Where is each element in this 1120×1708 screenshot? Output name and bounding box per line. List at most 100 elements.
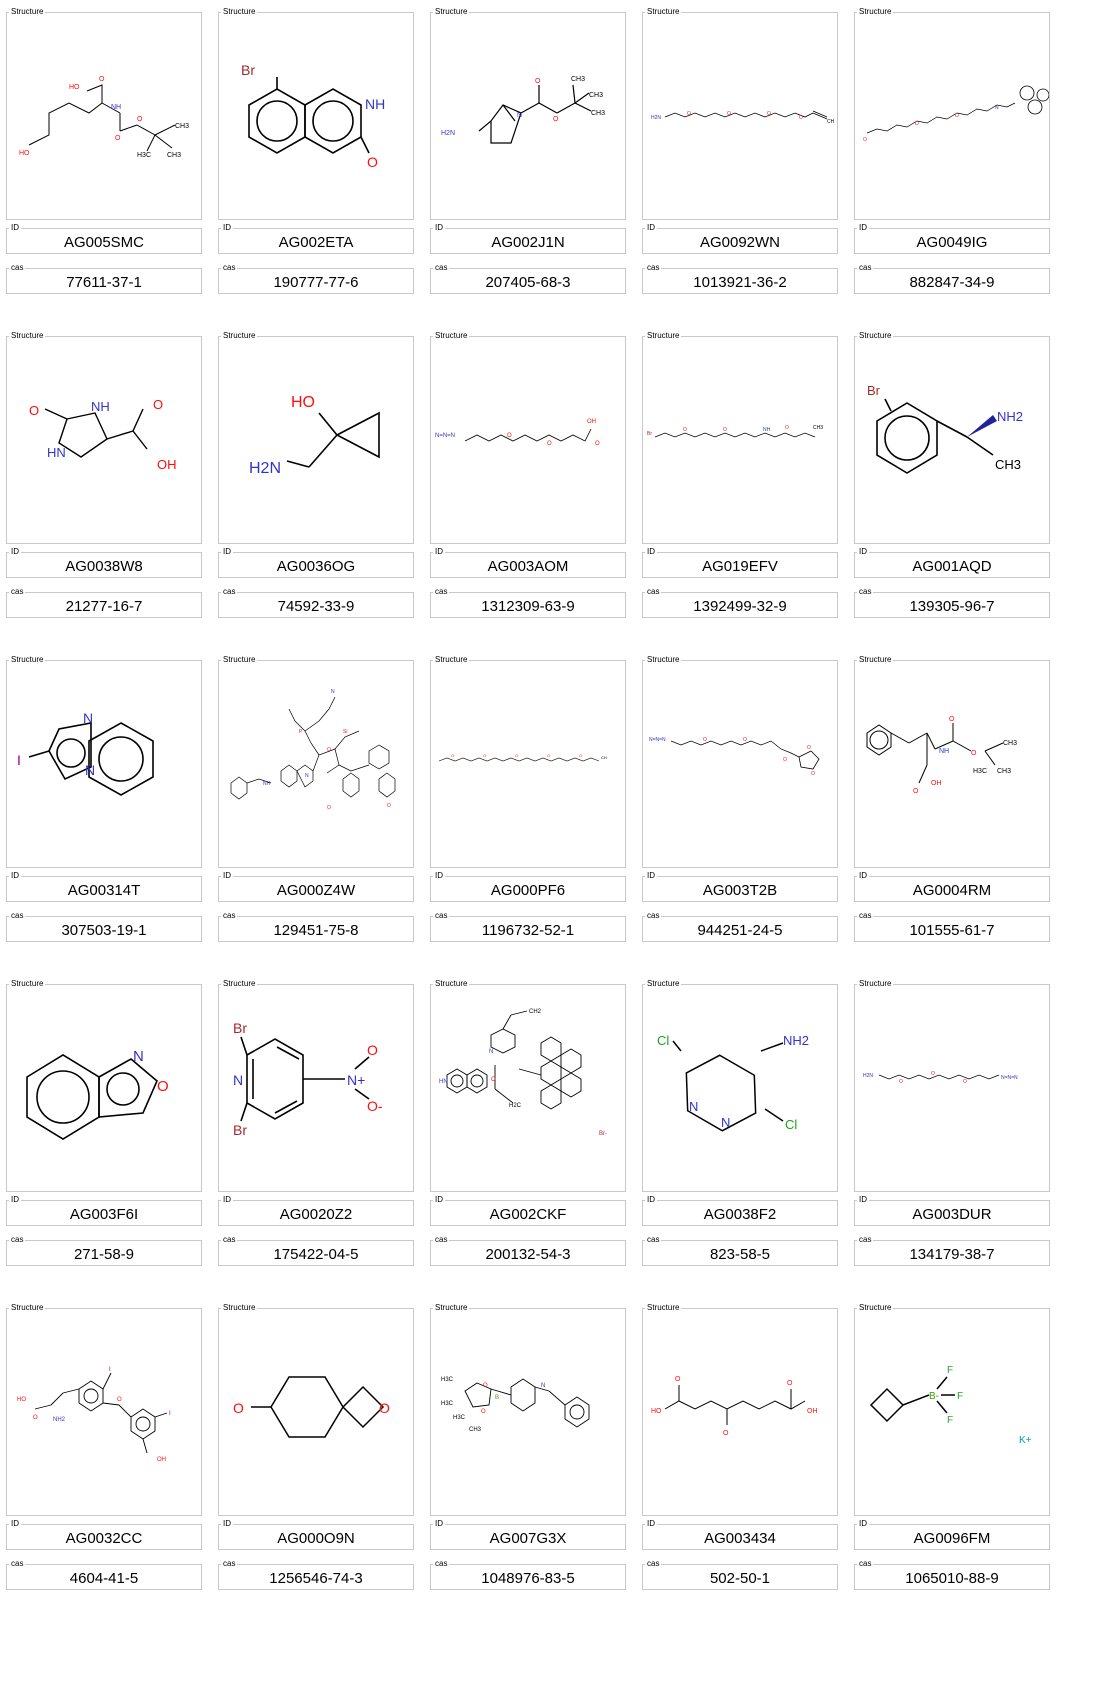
svg-text:O: O <box>743 737 747 743</box>
svg-text:O: O <box>379 1400 390 1416</box>
structure-panel: Structure H2N N O O CH3 CH3 CH3 <box>430 7 626 220</box>
cas-field: cas 271-58-9 <box>6 1235 202 1266</box>
id-label: ID <box>9 1519 21 1529</box>
svg-text:Br: Br <box>233 1020 247 1036</box>
svg-text:O: O <box>675 1376 681 1383</box>
cas-field: cas 1013921-36-2 <box>642 263 838 294</box>
structure-label: Structure <box>9 1303 46 1313</box>
svg-text:NH2: NH2 <box>997 409 1023 424</box>
id-field: ID AG0020Z2 <box>218 1195 414 1226</box>
compound-id: AG005SMC <box>63 234 145 251</box>
svg-text:O: O <box>115 135 121 142</box>
molecule-structure: O NH HN O OH <box>29 397 177 472</box>
id-label: ID <box>9 223 21 233</box>
compound-id: AG002J1N <box>491 234 565 251</box>
cas-field: cas 200132-54-3 <box>430 1235 626 1266</box>
svg-text:CH: CH <box>827 119 835 125</box>
svg-text:O: O <box>553 116 559 123</box>
cas-label: cas <box>645 263 662 273</box>
svg-text:Br: Br <box>867 383 881 398</box>
svg-text:O: O <box>157 1078 169 1095</box>
cas-number: 1013921-36-2 <box>693 274 787 291</box>
svg-text:O: O <box>579 753 582 758</box>
structure-panel: Structure O O <box>218 1303 414 1516</box>
svg-text:O: O <box>949 716 955 723</box>
cas-label: cas <box>221 587 238 597</box>
id-label: ID <box>857 223 869 233</box>
svg-text:O: O <box>367 154 378 170</box>
id-field: ID AG019EFV <box>642 547 838 578</box>
svg-text:OH: OH <box>157 1457 166 1463</box>
structure-label: Structure <box>433 1303 470 1313</box>
svg-text:H2N: H2N <box>863 1073 873 1079</box>
svg-text:H2N: H2N <box>651 115 661 121</box>
id-label: ID <box>857 871 869 881</box>
structure-label: Structure <box>645 655 682 665</box>
molecule-structure: HO HO O NH O O CH3 H3C CH3 <box>19 76 189 159</box>
id-field: ID AG007G3X <box>430 1519 626 1550</box>
svg-text:O: O <box>483 753 486 758</box>
cas-field: cas 207405-68-3 <box>430 263 626 294</box>
svg-text:O: O <box>327 805 331 811</box>
cas-number: 307503-19-1 <box>61 922 147 939</box>
cas-label: cas <box>221 1235 238 1245</box>
structure-label: Structure <box>9 979 46 989</box>
id-label: ID <box>645 1195 657 1205</box>
structure-panel: Structure B- F F F K+ <box>854 1303 1050 1516</box>
molecule-structure: N N I <box>17 710 154 796</box>
svg-text:N: N <box>541 1383 545 1389</box>
svg-text:O: O <box>915 121 919 127</box>
id-label: ID <box>645 223 657 233</box>
compound-id: AG002CKF <box>489 1206 567 1223</box>
svg-text:OH: OH <box>157 457 177 472</box>
structure-label: Structure <box>221 331 258 341</box>
id-field: ID AG0092WN <box>642 223 838 254</box>
svg-text:N: N <box>331 689 335 695</box>
svg-text:HN: HN <box>47 445 66 460</box>
svg-text:N: N <box>689 1099 698 1114</box>
svg-text:O: O <box>723 1430 729 1437</box>
cas-label: cas <box>433 263 450 273</box>
compound-id: AG003434 <box>704 1530 776 1547</box>
svg-text:O: O <box>387 803 391 809</box>
id-field: ID AG003434 <box>642 1519 838 1550</box>
cas-label: cas <box>857 587 874 597</box>
compound-id: AG002ETA <box>278 234 354 251</box>
cas-field: cas 4604-41-5 <box>6 1559 202 1590</box>
svg-text:N: N <box>721 1115 730 1130</box>
molecule-structure: Br Br N N+ O O- <box>233 1020 383 1138</box>
compound-id: AG0020Z2 <box>279 1206 353 1223</box>
cas-number: 101555-61-7 <box>909 922 995 939</box>
svg-text:H3C: H3C <box>441 1401 454 1407</box>
cas-field: cas 1048976-83-5 <box>430 1559 626 1590</box>
id-label: ID <box>857 1519 869 1529</box>
svg-text:Br: Br <box>233 1122 247 1138</box>
structure-label: Structure <box>9 655 46 665</box>
structure-label: Structure <box>645 331 682 341</box>
svg-text:F: F <box>947 1415 953 1426</box>
cas-field: cas 882847-34-9 <box>854 263 1050 294</box>
structure-label: Structure <box>433 331 470 341</box>
svg-text:F: F <box>947 1365 953 1376</box>
svg-text:O: O <box>807 745 811 751</box>
compound-id: AG0038W8 <box>65 558 143 575</box>
svg-text:K+: K+ <box>1019 1435 1032 1446</box>
cas-label: cas <box>857 1235 874 1245</box>
compound-id: AG000Z4W <box>276 882 356 899</box>
cas-field: cas 1256546-74-3 <box>218 1559 414 1590</box>
id-field: ID AG0038W8 <box>6 547 202 578</box>
svg-text:CH3: CH3 <box>571 76 585 83</box>
svg-text:O: O <box>99 76 105 83</box>
cas-field: cas 1196732-52-1 <box>430 911 626 942</box>
svg-text:O: O <box>483 1383 488 1389</box>
structure-label: Structure <box>857 655 894 665</box>
svg-text:O: O <box>687 111 691 117</box>
compound-id: AG0049IG <box>916 234 988 251</box>
svg-text:Br: Br <box>647 431 652 437</box>
structure-label: Structure <box>857 331 894 341</box>
